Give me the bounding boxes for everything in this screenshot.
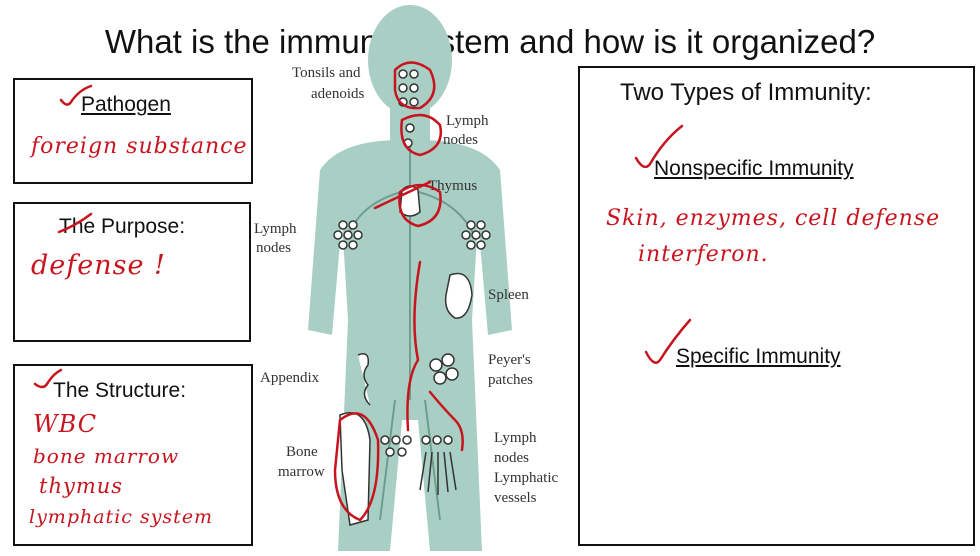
structure-note-3: thymus	[39, 474, 124, 498]
pathogen-box: Pathogen foreign substance	[13, 78, 253, 184]
purpose-heading: The Purpose:	[59, 215, 186, 238]
ink-line-vessels	[428, 390, 464, 452]
purpose-note: defense !	[31, 250, 166, 281]
label-thymus: Thymus	[428, 178, 478, 194]
label-peyers: Peyer's	[488, 352, 531, 368]
check-icon	[59, 84, 93, 106]
label-patches: patches	[488, 372, 533, 388]
slide-title: What is the immune system and how is it …	[104, 23, 876, 60]
label-marrow: marrow	[278, 464, 325, 480]
nonspecific-note-2: interferon.	[638, 242, 769, 267]
structure-heading: The Structure:	[53, 379, 187, 402]
pathogen-note: foreign substance	[31, 134, 248, 159]
immunity-box: Two Types of Immunity: Nonspecific Immun…	[578, 66, 975, 546]
pathogen-heading: Pathogen	[81, 93, 171, 116]
label-groin-nodes: nodes	[494, 450, 529, 466]
ink-stroke-thymus	[373, 180, 432, 210]
nonspecific-heading: Nonspecific Immunity	[654, 157, 854, 180]
label-neck-nodes: nodes	[443, 132, 478, 148]
ink-circle-neck-nodes	[400, 113, 443, 157]
ink-circle-thymus	[398, 183, 442, 228]
label-neck-lymph: Lymph	[446, 113, 489, 129]
specific-heading: Specific Immunity	[676, 345, 841, 368]
label-vessels: vessels	[494, 490, 537, 506]
check-icon	[33, 368, 63, 389]
label-adenoids: adenoids	[311, 86, 365, 102]
label-tonsils: Tonsils and	[292, 65, 361, 81]
structure-note-2: bone marrow	[33, 444, 180, 468]
label-arm-lymph: Lymph	[254, 221, 297, 237]
nonspecific-note-1: Skin, enzymes, cell defense	[606, 206, 941, 231]
structure-note-1: WBC	[33, 410, 98, 438]
check-icon	[644, 318, 692, 364]
label-spleen: Spleen	[488, 287, 529, 303]
label-appendix: Appendix	[260, 370, 320, 386]
label-arm-nodes: nodes	[256, 240, 291, 256]
label-lymphatic: Lymphatic	[494, 470, 559, 486]
check-icons	[634, 124, 692, 364]
label-bone: Bone	[286, 444, 318, 460]
check-icon	[634, 124, 684, 169]
ink-line-trunk	[406, 260, 422, 432]
immunity-heading: Two Types of Immunity:	[620, 79, 872, 106]
purpose-box: The Purpose: defense !	[13, 202, 251, 342]
ink-circle-bone	[333, 412, 380, 522]
check-icon	[57, 212, 93, 234]
structure-note-4: lymphatic system	[29, 506, 214, 528]
ink-circle-tonsils	[393, 61, 436, 110]
label-groin-lymph: Lymph	[494, 430, 537, 446]
structure-box: The Structure: WBC bone marrow thymus ly…	[13, 364, 253, 546]
